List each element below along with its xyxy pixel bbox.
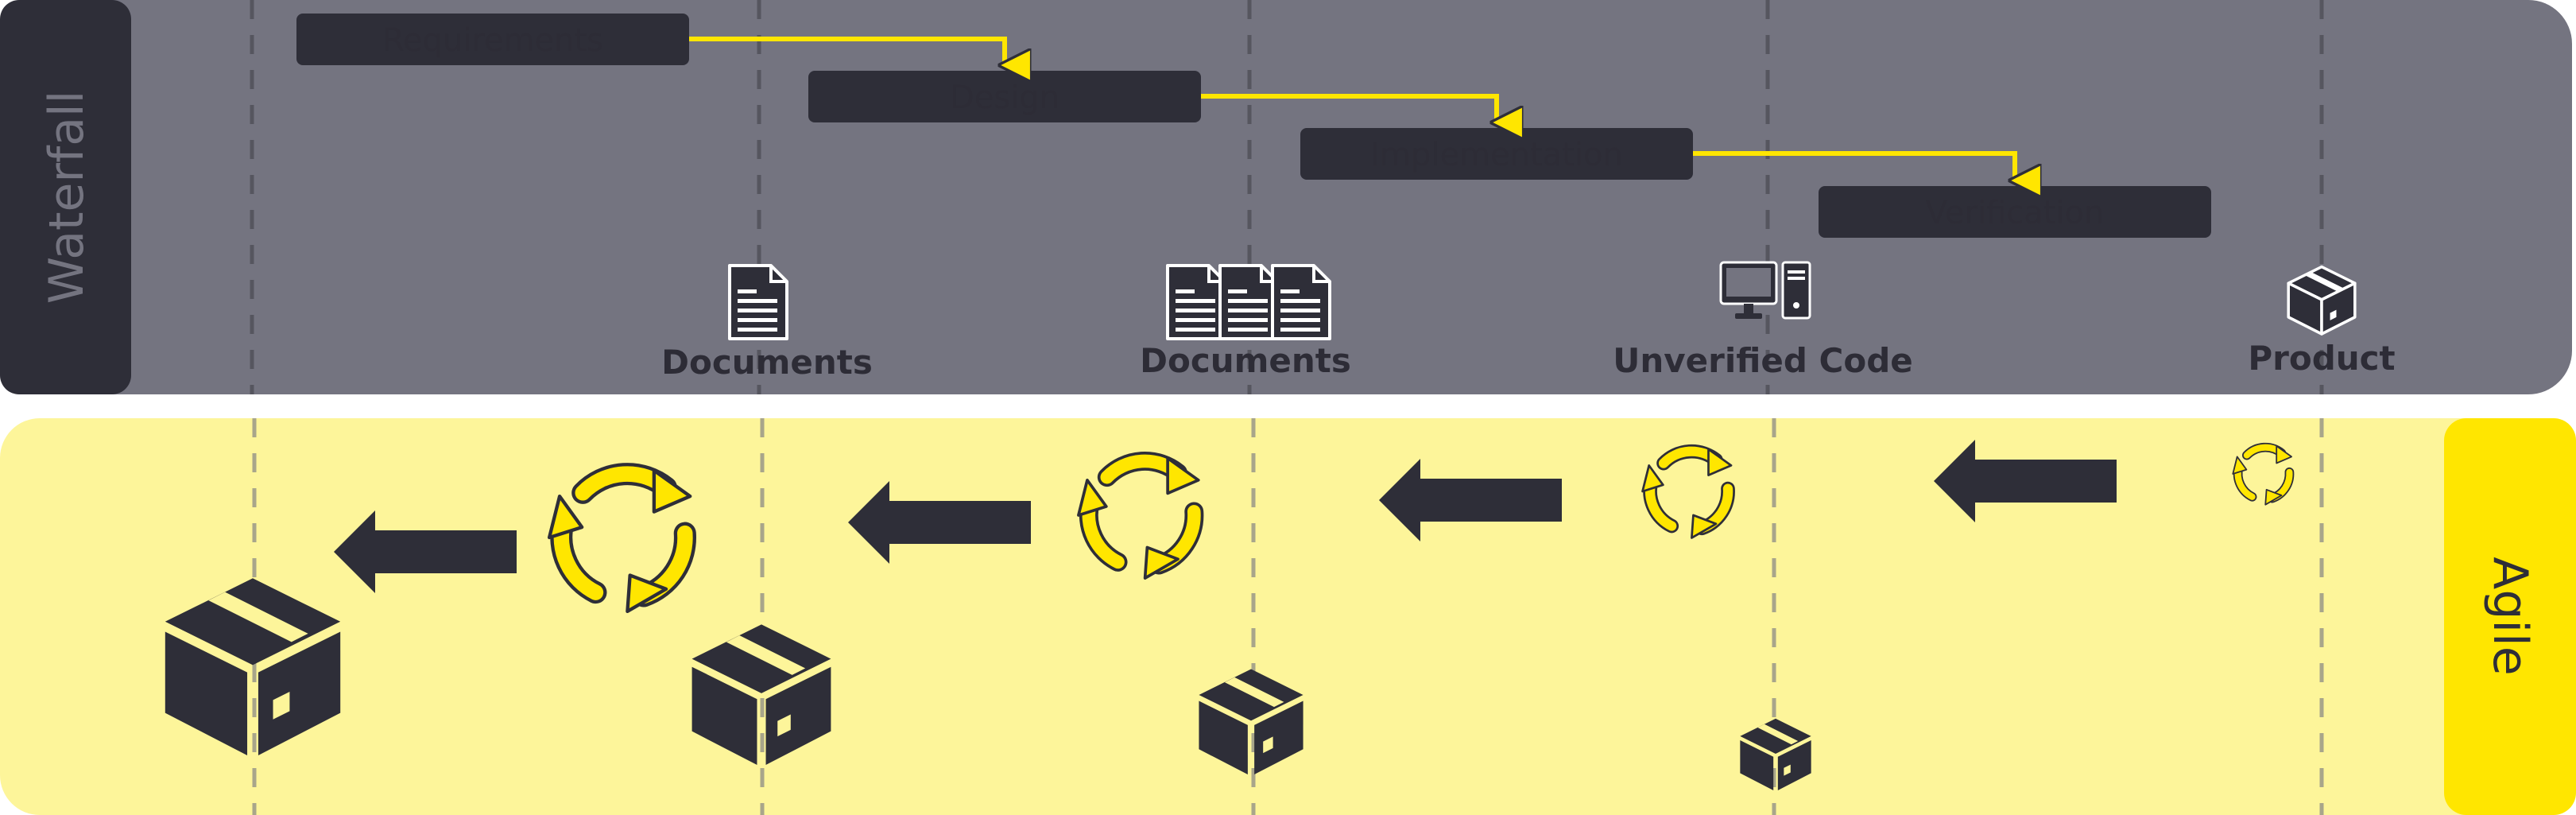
stage-requirements: Requirements [296,14,689,65]
waterfall-output-3: Unverified Code [1613,261,1913,380]
stage-label: Implementation [1370,137,1623,173]
connector-arrow [1693,151,2015,180]
waterfall-band [0,0,2572,394]
stage-connectors [689,37,2015,180]
output-label: Documents [1140,341,1351,380]
stage-implementation: Implementation [1300,128,1693,180]
stage-label: Design [950,80,1059,116]
waterfall-tab [0,0,131,394]
stage-verification: Verification [1819,186,2211,238]
stage-label: Verification [1926,195,2105,231]
agile-label: Agile [2482,557,2538,675]
stage-label: Requirements [382,22,603,59]
waterfall-output-2: Documents [1140,264,1351,380]
agile-tab [2444,418,2576,815]
connector-arrow [1201,94,1497,122]
document-icon [728,264,788,340]
output-label: Product [2248,339,2395,378]
connector-arrow [689,37,1005,65]
waterfall-output-4: Product [2248,265,2396,378]
waterfall-stages: Requirements Design Implementation Verif… [296,14,2211,238]
waterfall-output-1: Documents [661,264,873,382]
waterfall-label: Waterfall [39,91,95,305]
stage-design: Design [808,71,1201,122]
output-label: Documents [661,343,873,382]
output-label: Unverified Code [1613,341,1913,380]
documents-stack-icon [1166,264,1331,340]
agile-band [0,418,2576,815]
